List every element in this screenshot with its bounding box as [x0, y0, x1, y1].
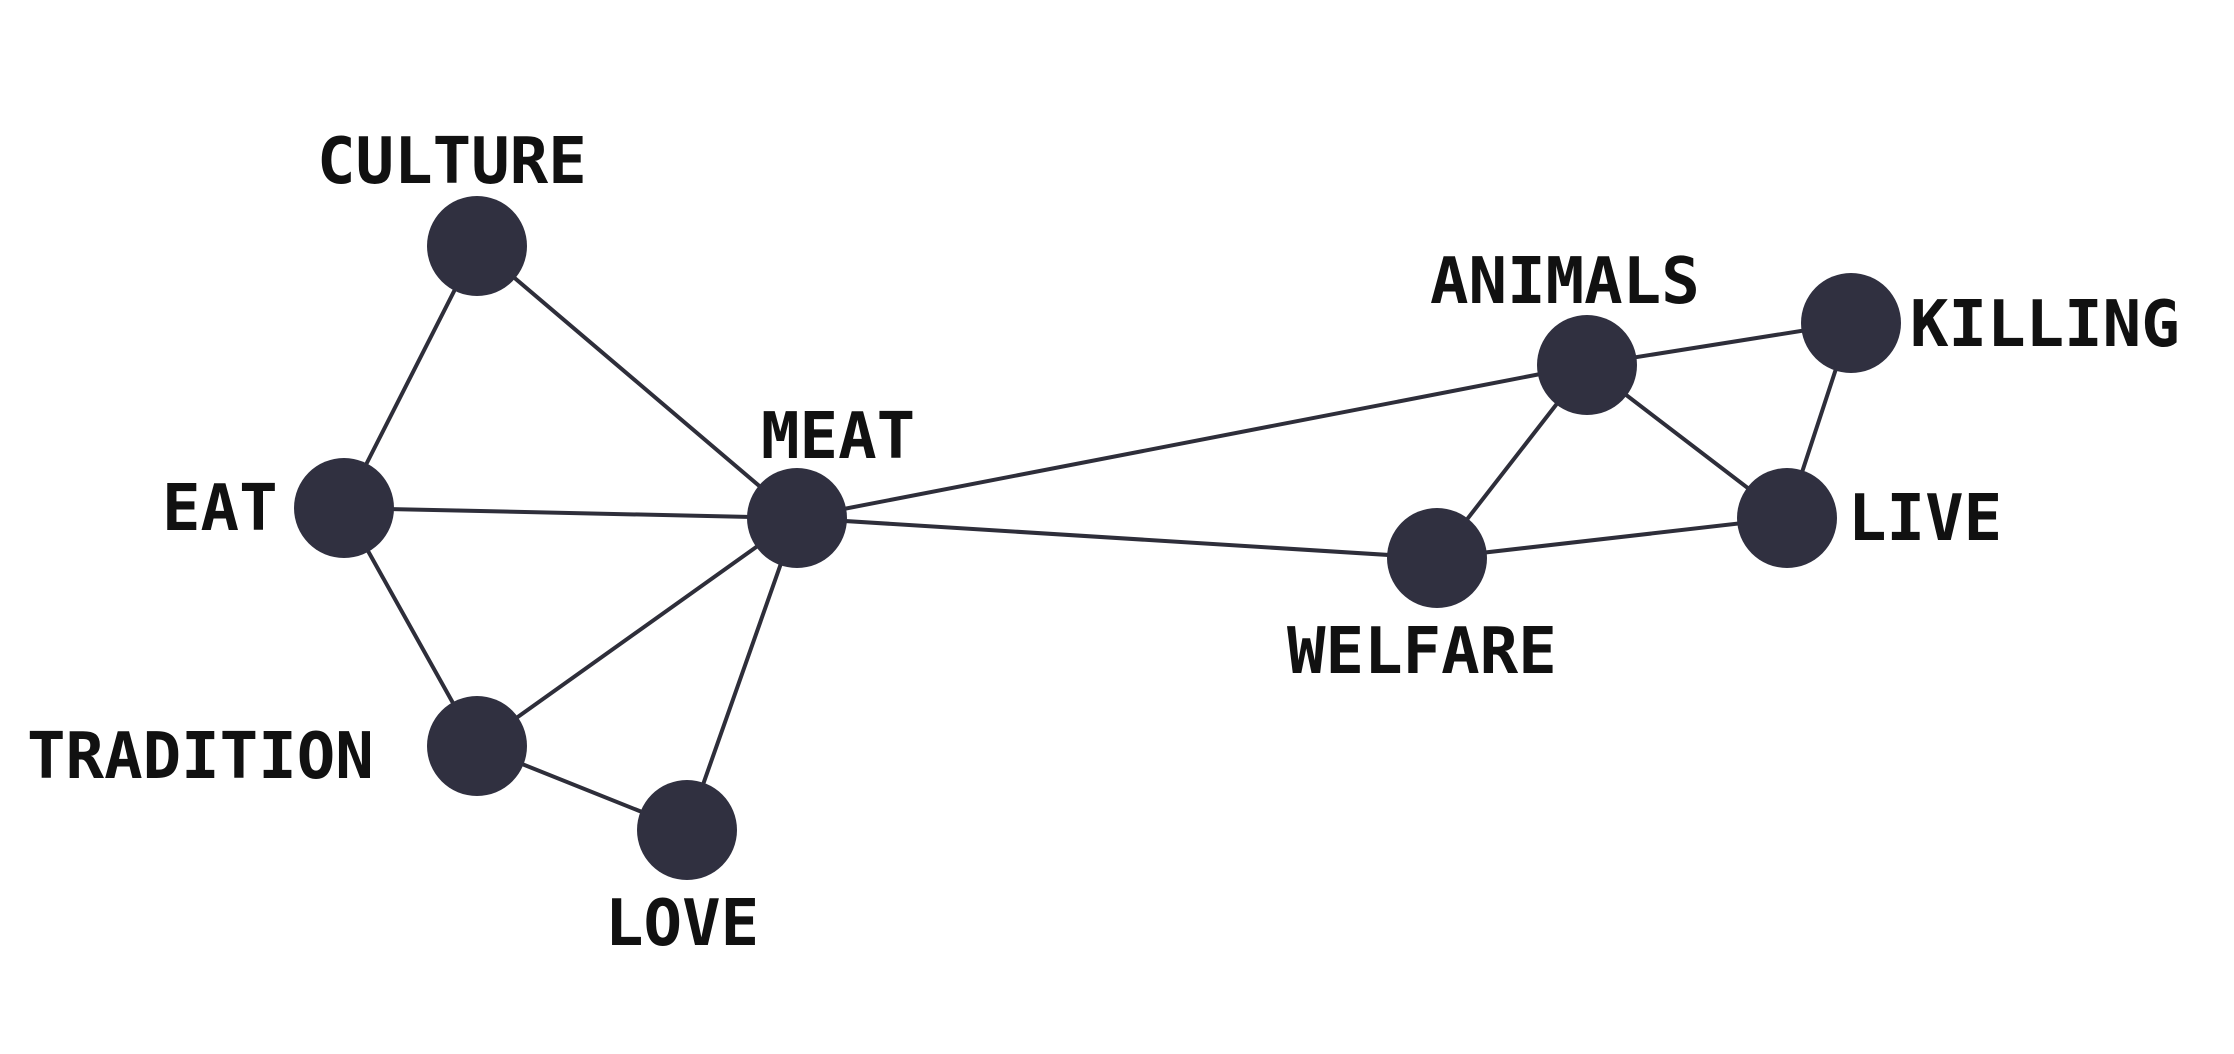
node-live: [1737, 468, 1837, 568]
node-meat: [747, 468, 847, 568]
node-tradition: [427, 696, 527, 796]
label-animals: ANIMALS: [1430, 245, 1700, 319]
node-layer: CULTURE EAT MEAT TRADITION LOVE ANIMALS …: [27, 125, 2180, 961]
node-welfare: [1387, 508, 1487, 608]
edge-meat-animals: [795, 363, 1589, 520]
edge-eat-meat: [342, 506, 799, 520]
edge-meat-welfare: [795, 516, 1439, 560]
label-love: LOVE: [605, 887, 759, 961]
node-culture: [427, 196, 527, 296]
label-eat: EAT: [162, 472, 278, 546]
node-animals: [1537, 315, 1637, 415]
label-tradition: TRADITION: [27, 720, 374, 794]
edge-tradition-meat: [475, 516, 799, 748]
label-culture: CULTURE: [317, 125, 587, 199]
label-live: LIVE: [1848, 482, 2002, 556]
node-killing: [1801, 273, 1901, 373]
label-meat: MEAT: [761, 400, 915, 474]
node-eat: [294, 458, 394, 558]
edge-love-meat: [685, 516, 799, 832]
edge-welfare-live: [1435, 516, 1789, 560]
node-love: [637, 780, 737, 880]
label-killing: KILLING: [1910, 288, 2180, 362]
edge-culture-meat: [475, 244, 799, 520]
label-welfare: WELFARE: [1287, 615, 1557, 689]
